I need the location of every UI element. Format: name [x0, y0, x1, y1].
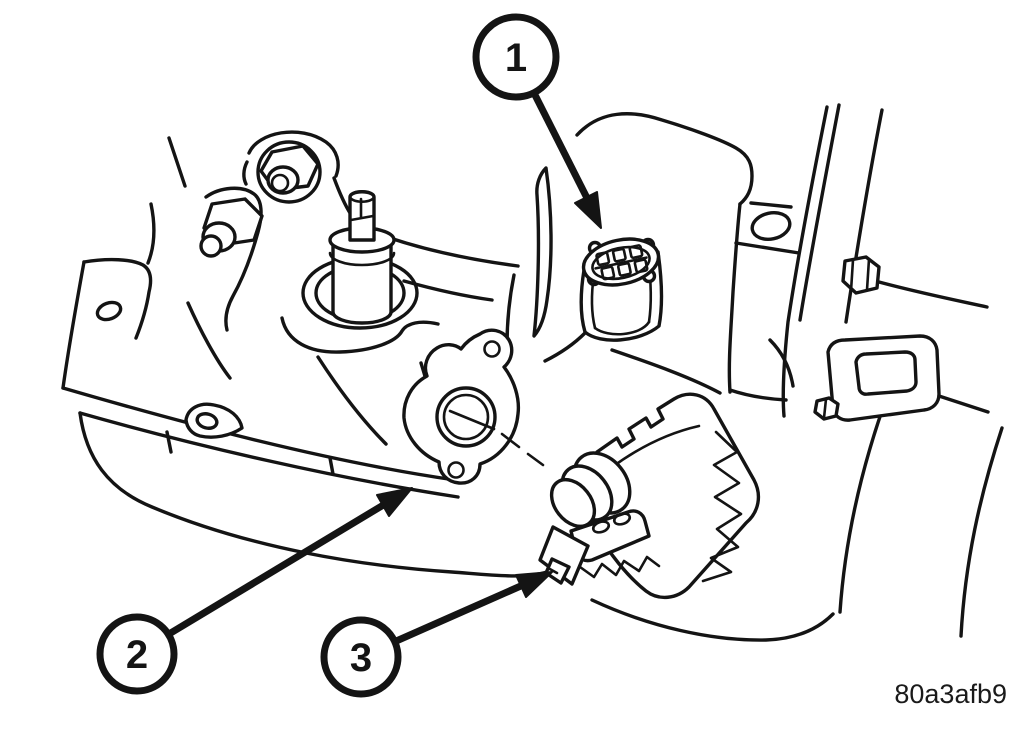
shift-shaft-face-line [349, 214, 375, 222]
callout-1-leader [530, 91, 592, 202]
bolt-a-stud-tip [199, 234, 223, 258]
connector-rim-inner [591, 245, 651, 281]
bell-flange-line1 [781, 105, 829, 418]
callout-2-leader [167, 501, 387, 637]
case-curve-right2 [959, 426, 1004, 638]
callout-2-arrowhead [376, 487, 413, 517]
sensor-tip-line [546, 566, 559, 575]
case-line-a [167, 136, 187, 188]
bell-flange-line3 [844, 108, 884, 324]
connector-bottom-inner [593, 320, 651, 336]
bracket-nut-face [822, 397, 828, 420]
pan-ear-tab [184, 402, 244, 439]
bracket-window [854, 350, 918, 396]
bore-stub-line2 [526, 452, 545, 467]
figure-code-text: 80a3afb9 [894, 679, 1007, 709]
case-contour-i [505, 273, 516, 347]
case-hole-left [95, 300, 123, 322]
case-line-b [146, 202, 156, 265]
bracket-outline [826, 334, 941, 422]
pan-rail-step2 [328, 456, 335, 476]
pan-rail-top [61, 386, 457, 482]
boss-b-arc-left [242, 160, 249, 186]
sensor-nose [538, 525, 590, 586]
mount-flange-hole-top [483, 340, 501, 358]
bolt-right-face2 [865, 257, 871, 292]
flange-cross-line [749, 201, 793, 209]
transmission-case-art [61, 103, 1004, 642]
callout-2-label: 2 [126, 633, 148, 677]
case-contour-j [610, 348, 722, 395]
line-from-bracket [937, 394, 990, 414]
callout-3: 3 [320, 571, 553, 698]
line-from-bolt [877, 280, 989, 309]
callout-1-label: 1 [505, 36, 527, 80]
case-contour-e [388, 236, 520, 268]
shift-shaft-cylinder [331, 242, 393, 325]
sensor-serrations [701, 430, 743, 583]
bore-chord-line [448, 409, 496, 431]
bore-stub-line1 [500, 432, 521, 449]
flange-oval-hole [750, 210, 792, 242]
callout-3-circle [320, 616, 402, 698]
case-line-c [186, 301, 232, 380]
sensor-socket-slot1 [591, 520, 611, 534]
case-topleft-notch [82, 257, 153, 340]
callout-1-circle [472, 13, 560, 101]
callout-3-label: 3 [350, 636, 372, 680]
pan-bottom-edge [78, 411, 555, 578]
bell-flange-line2 [798, 103, 841, 322]
pan-rail-step1 [165, 430, 173, 454]
case-contour-g [316, 355, 388, 446]
mount-flange-outline [402, 328, 521, 485]
callout-2-circle [96, 613, 178, 695]
pan-rail-bottom [78, 411, 460, 499]
panel-right-edge [727, 202, 742, 394]
sensor-ring-front [549, 478, 597, 528]
bolt-b-stud-tip [270, 173, 290, 193]
crescent-rib [532, 166, 553, 338]
mount-flange-bore-inner [442, 393, 490, 441]
callout-3-leader [392, 581, 525, 646]
callout-2: 2 [96, 487, 413, 695]
mount-flange-bore-mid [435, 386, 497, 448]
bracket-mount-line [768, 338, 795, 388]
bolt-right-face1 [849, 258, 855, 293]
bracket-nut [813, 396, 840, 421]
sensor-mouth-zigzag [578, 555, 661, 579]
sensor-socket-slot2 [612, 512, 632, 526]
panel-top-edge [575, 112, 754, 206]
mount-flange-hole-bottom [447, 461, 465, 479]
sensor-inner-ridge [609, 424, 701, 470]
shaft-boss-collar [280, 316, 440, 354]
bell-flange-lower-band [728, 388, 788, 402]
bolt-b-stud [266, 165, 300, 195]
boss-b-arc [247, 130, 340, 178]
bolt-right-hex [841, 255, 881, 295]
shift-shaft-collar-rim [328, 251, 396, 267]
callout-3-arrowhead [515, 571, 553, 598]
connector-pins [594, 244, 649, 281]
callout-1: 1 [472, 13, 602, 229]
flange-band-line [734, 241, 801, 255]
case-contour-k [543, 331, 587, 363]
pan-ear-hole [195, 412, 219, 430]
case-bottom-curve [590, 598, 835, 642]
callout-1-arrowhead [574, 191, 602, 229]
case-left-edge [61, 260, 86, 390]
